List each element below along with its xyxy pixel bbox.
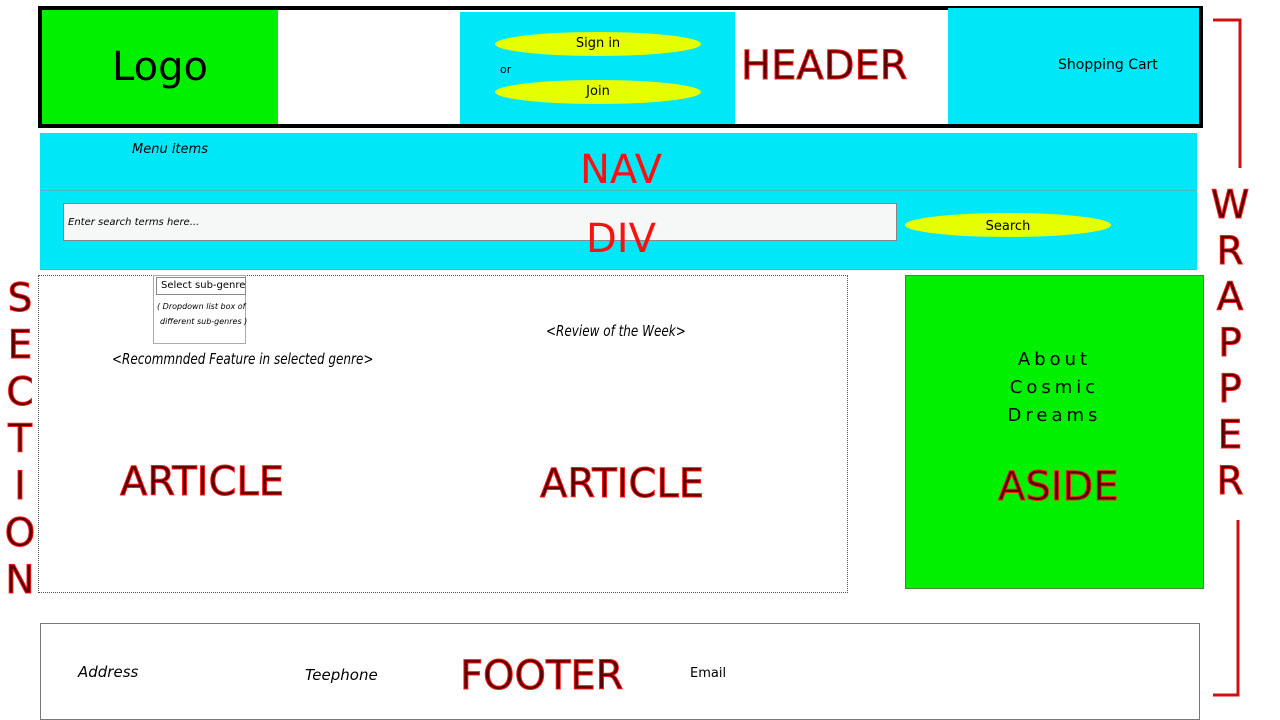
subgenre-dropdown-text: Select sub-genre [161,280,246,291]
sign-in-button[interactable]: Sign in [495,32,701,56]
review-caption: <Review of the Week> [546,322,686,340]
nav [40,133,1197,191]
article-1-label: ARTICLE [120,459,285,506]
login-box [460,12,735,124]
menu-items[interactable]: Menu items [132,142,208,157]
shopping-cart-label: Shopping Cart [1058,57,1158,73]
wrapper-letters: WRAPPER [1207,183,1253,506]
section [38,275,848,593]
section-label: SECTION [0,276,43,606]
logo-text: Logo [112,44,208,90]
logo[interactable]: Logo [42,10,278,124]
footer-address: Address [78,663,139,681]
wrapper-bracket [1213,18,1242,697]
wrapper-bracket-bottom [1213,520,1240,697]
subgenre-note-1: ( Dropdown list box of [157,302,246,311]
footer-telephone: Teephone [305,666,378,684]
subgenre-note-2: different sub-genres ) [160,317,248,326]
search-placeholder: Enter search terms here... [68,216,200,228]
footer-email[interactable]: Email [690,666,727,681]
aside [905,275,1204,589]
aside-about-line-2: Cosmic [1009,377,1100,398]
article-2-label: ARTICLE [540,461,705,508]
feature-caption: <Recommnded Feature in selected genre> [112,350,374,368]
or-text: or [500,63,512,76]
join-button[interactable]: Join [495,80,701,104]
aside-label: ASIDE [998,464,1120,511]
header-label: HEADER [741,43,909,90]
wrapper-label: WRAPPER [1207,183,1253,515]
subgenre-panel [153,275,246,344]
wrapper-bracket-top [1213,18,1242,168]
aside-about-line-1: About [1017,349,1092,370]
search-button[interactable]: Search [905,213,1111,237]
aside-about-line-3: Dreams [1007,405,1102,426]
shopping-cart[interactable]: Shopping Cart [948,8,1199,124]
div-label: DIV [586,216,656,262]
subgenre-dropdown[interactable]: Select sub-genre [156,277,246,295]
aside-about: About Cosmic Dreams [905,346,1204,430]
footer-label: FOOTER [459,653,624,700]
section-letters: SECTION [0,276,43,606]
search-input[interactable]: Enter search terms here... [63,203,897,241]
footer [40,623,1200,720]
nav-label: NAV [580,147,663,193]
